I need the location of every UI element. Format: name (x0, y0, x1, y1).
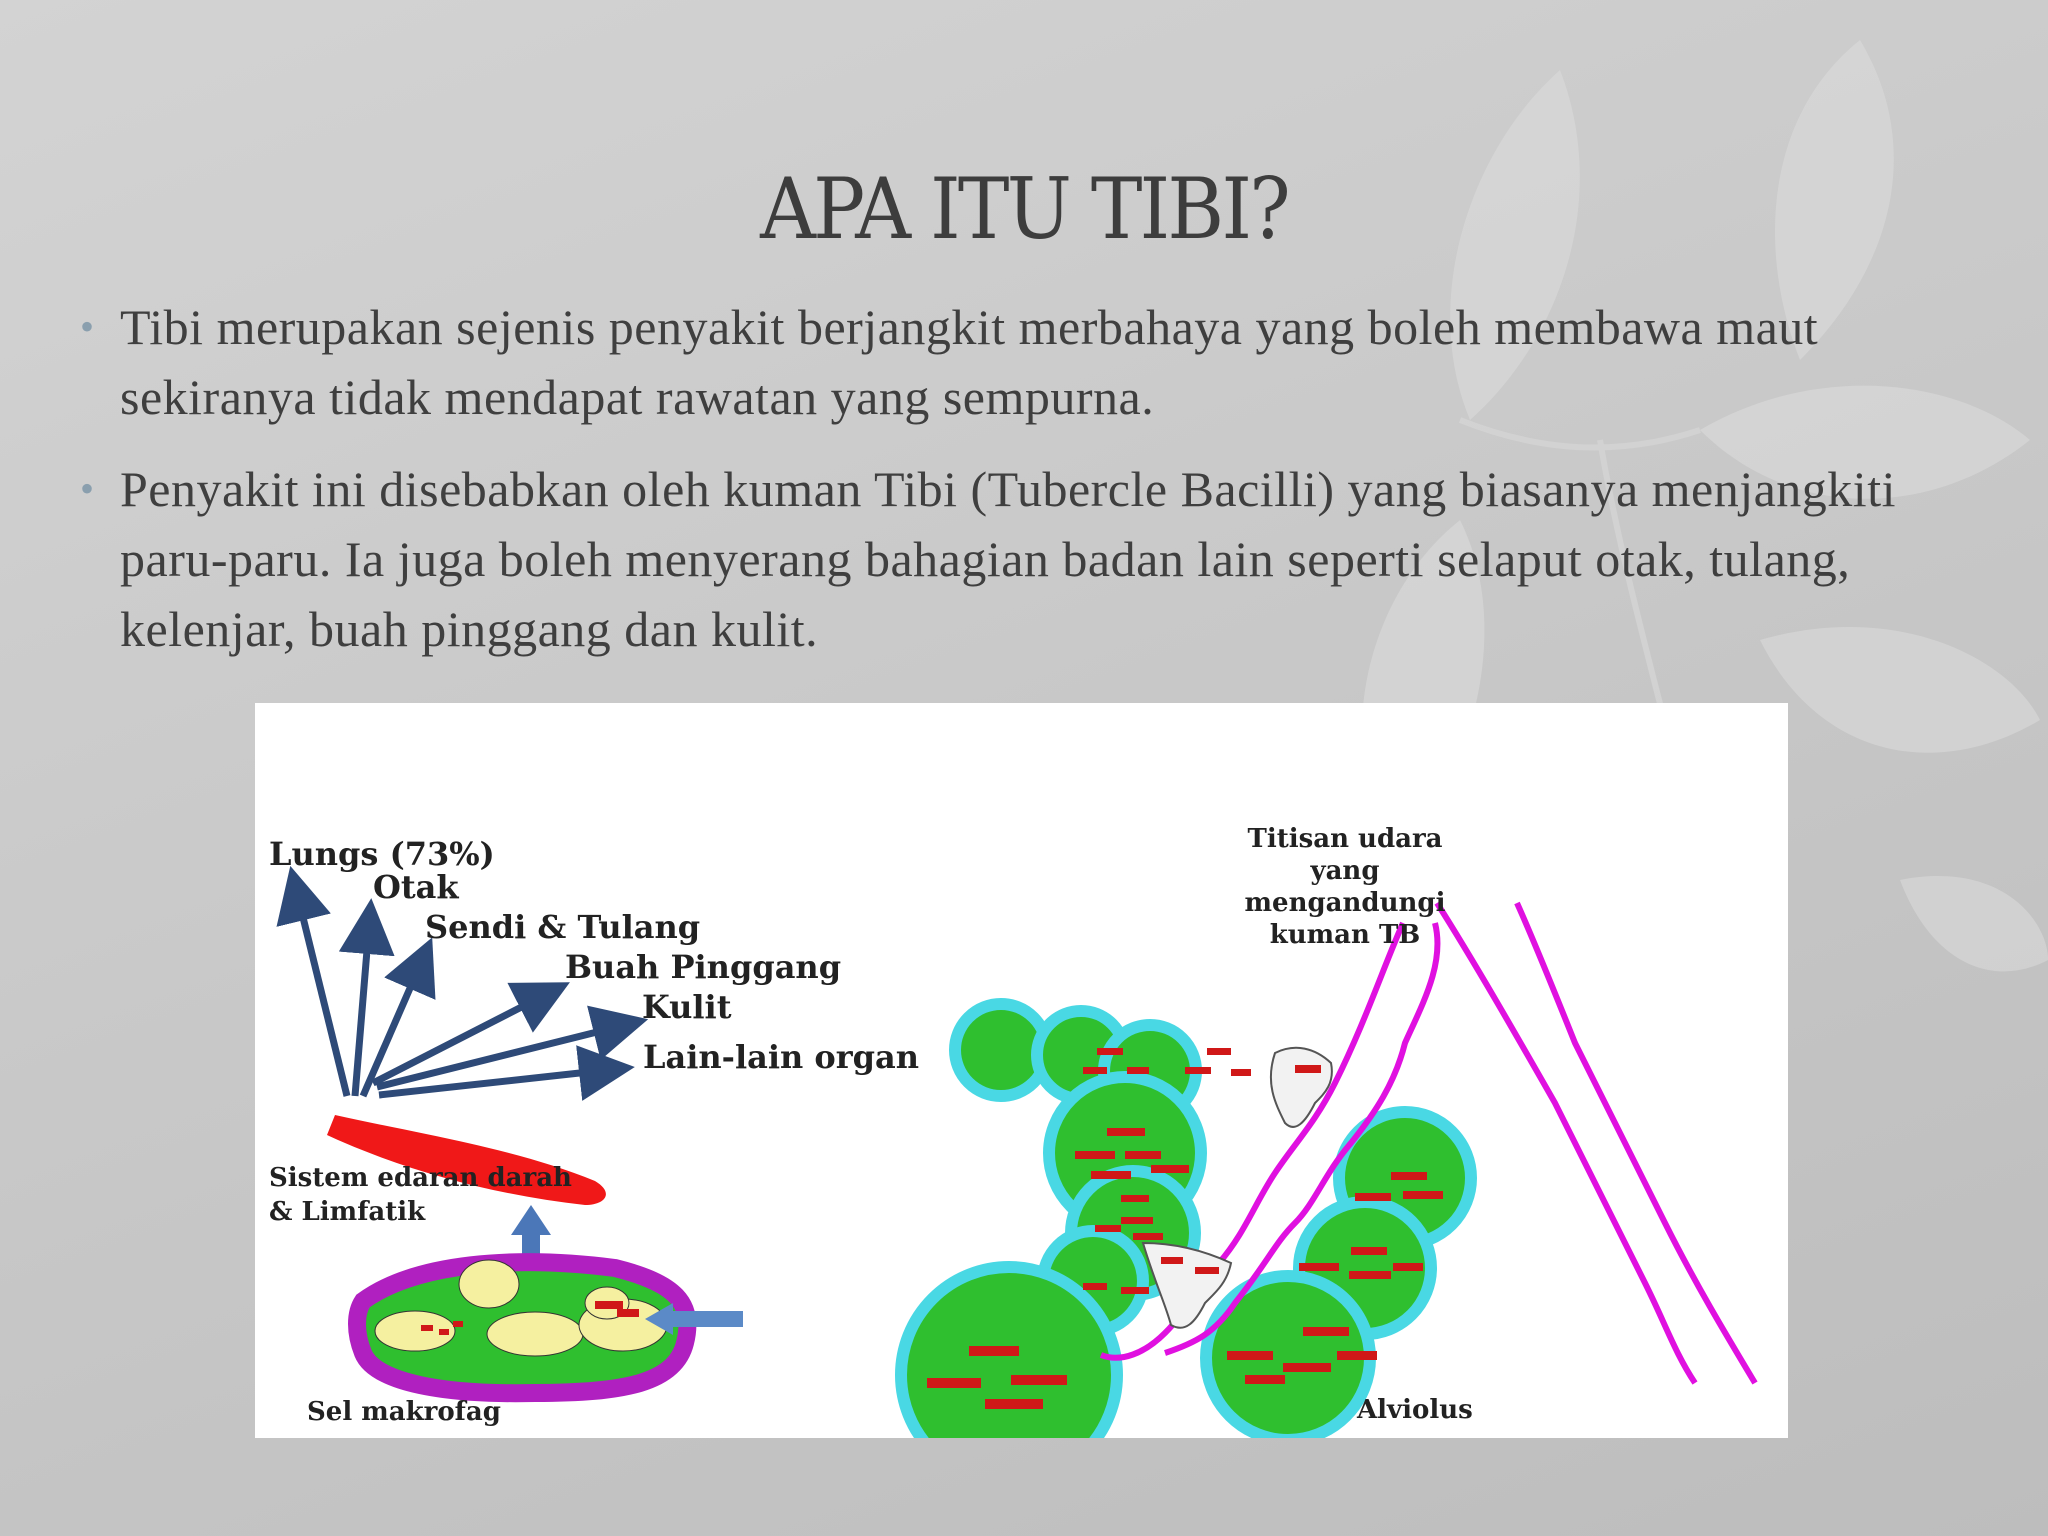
macrophage-cell (348, 1253, 697, 1403)
organ-label: Otak (373, 868, 459, 906)
organ-label: Buah Pinggang (565, 948, 842, 986)
organ-label: Kulit (642, 988, 732, 1026)
bullet-dot-icon: • (80, 304, 95, 349)
bullet-item: • Tibi merupakan sejenis penyakit berjan… (80, 292, 1980, 432)
bullet-list: • Tibi merupakan sejenis penyakit berjan… (80, 292, 1980, 686)
left-arrow-icon (645, 1303, 743, 1335)
blood-vessel-shape (327, 1115, 606, 1205)
organ-label: Sendi & Tulang (425, 908, 701, 946)
tb-infection-diagram: Lungs (73%) Otak Sendi & Tulang Buah Pin… (255, 703, 1788, 1438)
slide-title: APA ITU TIBI? (760, 160, 1291, 258)
bullet-text: Penyakit ini disebabkan oleh kuman Tibi … (120, 461, 1896, 657)
alveolus-cells (895, 998, 1477, 1438)
alveolus-label: Alviolus (1357, 1395, 1473, 1425)
bullet-text: Tibi merupakan sejenis penyakit berjangk… (120, 299, 1819, 425)
organ-label: Lain-lain organ (643, 1038, 919, 1076)
droplet-label: Titisan udara yang mengandungi kuman TB (1244, 824, 1446, 950)
bullet-dot-icon: • (80, 466, 95, 511)
tb-droplets (1141, 1046, 1333, 1329)
bullet-item: • Penyakit ini disebabkan oleh kuman Tib… (80, 454, 1980, 664)
organ-label: Lungs (73%) (269, 835, 495, 873)
organ-arrows (276, 865, 649, 1101)
circulation-label: Sistem edaran darah & Limfatik (269, 1163, 572, 1227)
airway-walls (1099, 901, 1758, 1385)
macrophage-label: Sel makrofag (307, 1397, 501, 1427)
